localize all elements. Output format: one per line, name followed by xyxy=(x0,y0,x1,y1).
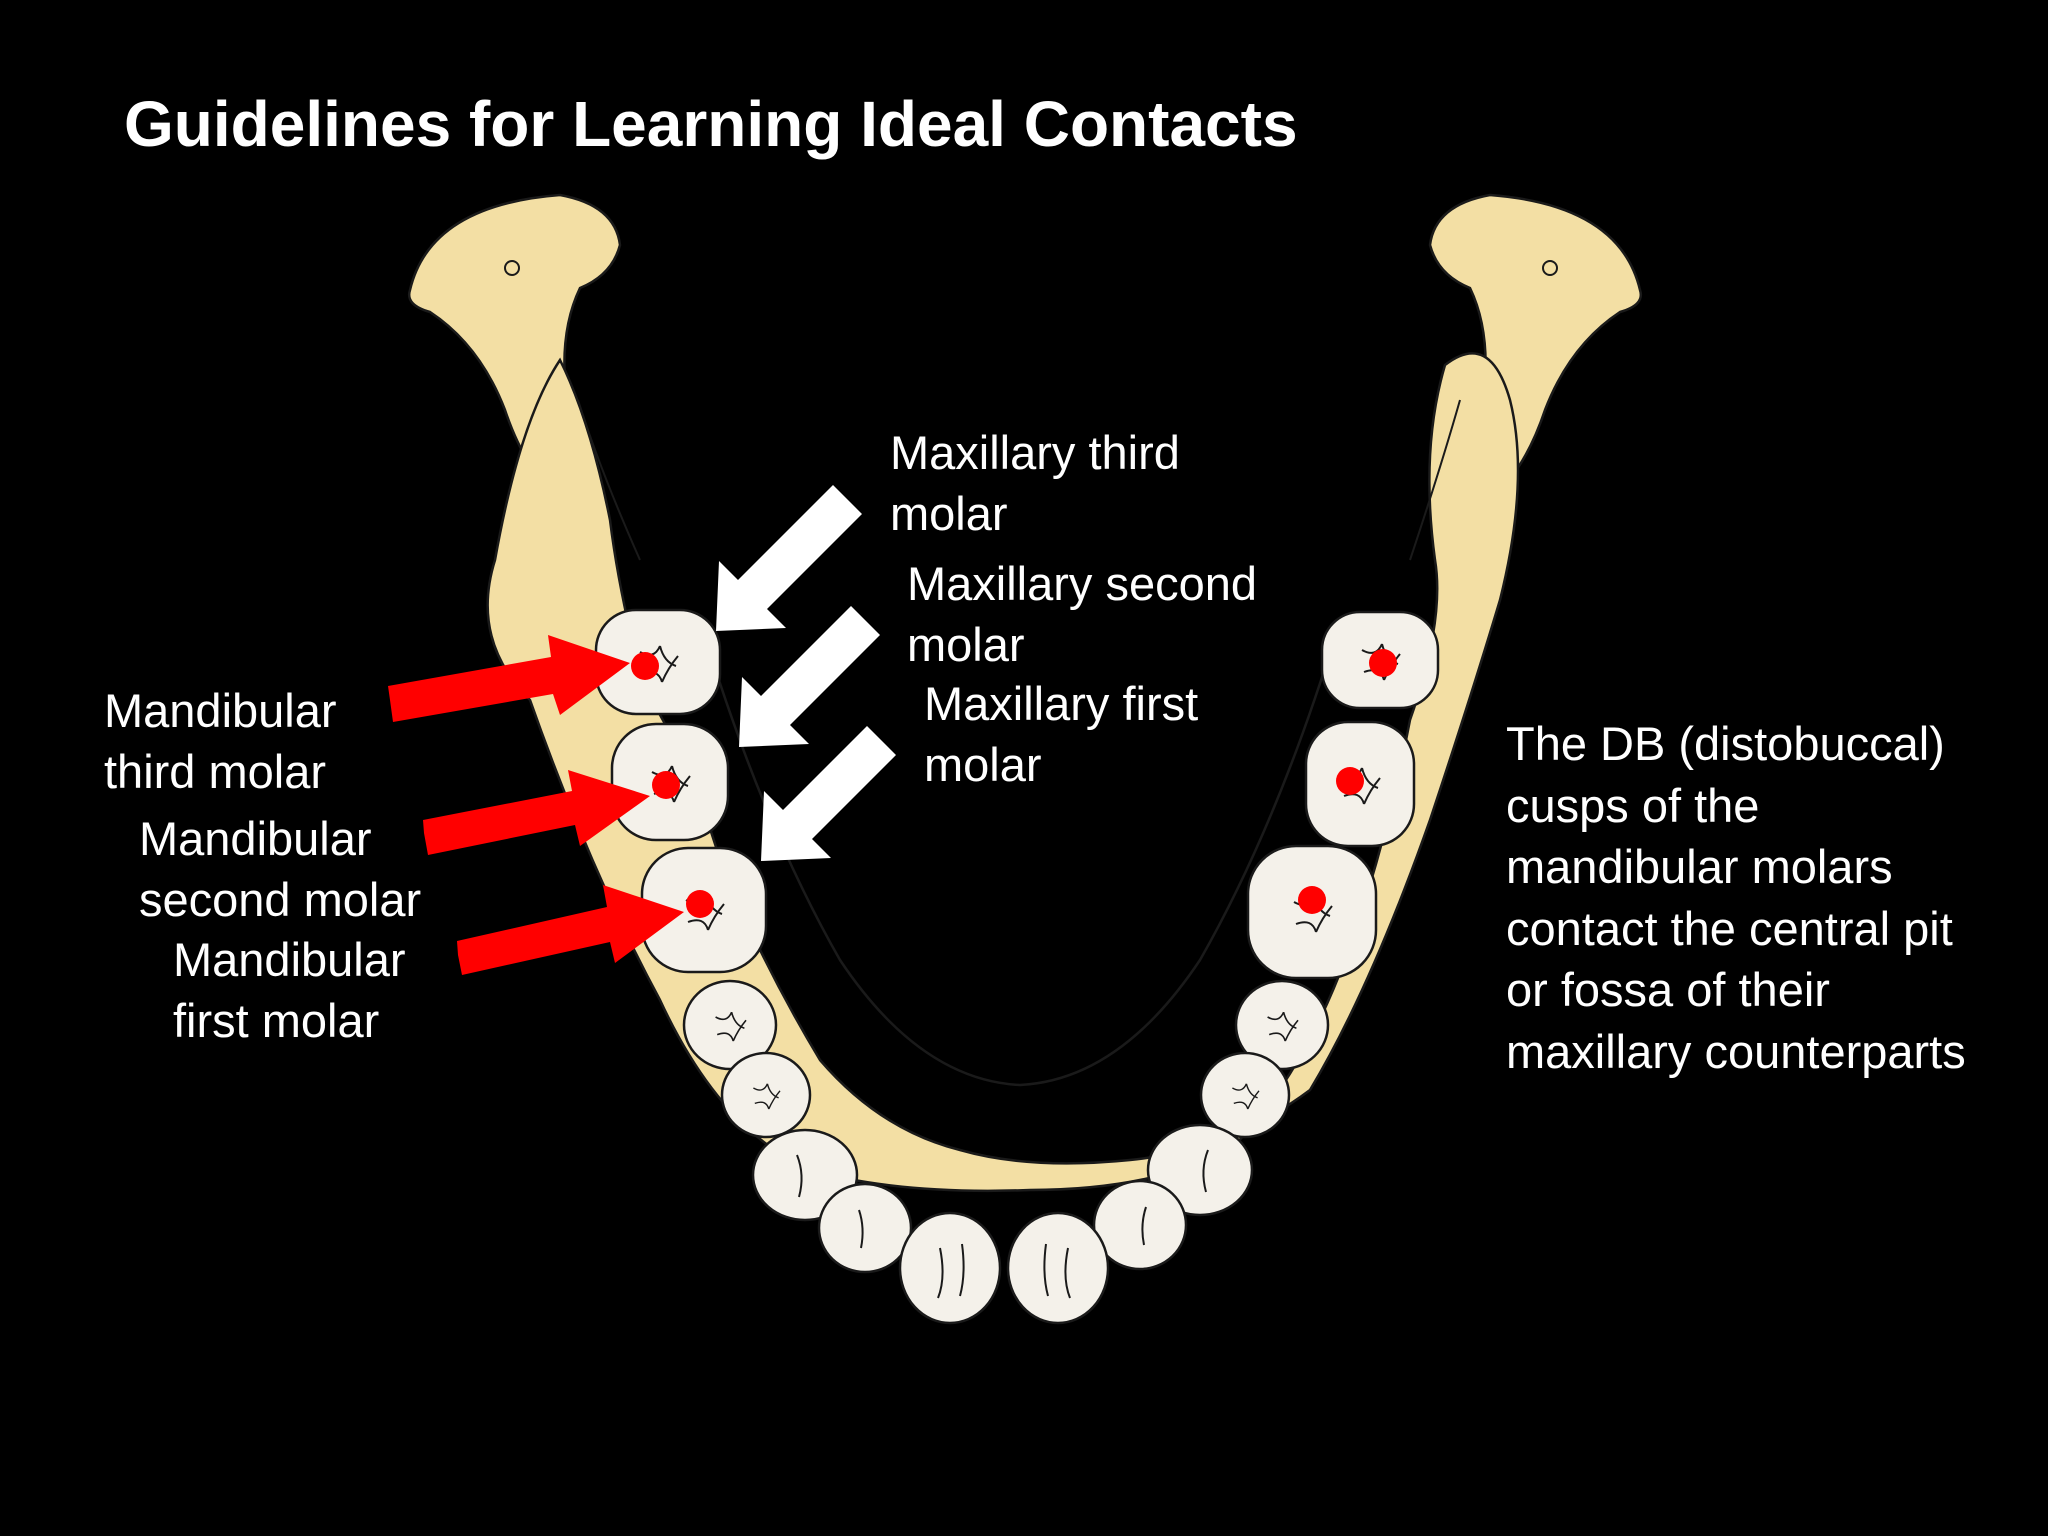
left-third-molar-contact-dot xyxy=(631,652,659,680)
label-maxillary-third-molar: Maxillary third molar xyxy=(890,422,1180,544)
label-line: molar xyxy=(907,618,1025,671)
maxillary-arrows xyxy=(716,485,896,861)
contact-dots xyxy=(631,649,1397,918)
mandibular-first-molar-arrow xyxy=(457,885,684,975)
right-central-incisor xyxy=(1006,1211,1110,1325)
right-third-molar-contact-dot xyxy=(1369,649,1397,677)
mandible-body xyxy=(486,352,1520,1193)
left-lateral-incisor xyxy=(817,1182,913,1274)
mandibular-second-molar-arrow xyxy=(423,770,650,855)
label-line: Mandibular xyxy=(173,933,406,986)
note-line: or fossa of their xyxy=(1506,963,1830,1016)
left-ramus-line xyxy=(577,399,641,561)
mandibular-arrows xyxy=(388,635,684,975)
label-line: Mandibular xyxy=(104,684,337,737)
maxillary-first-molar-arrow xyxy=(761,726,896,861)
note-line: mandibular molars xyxy=(1506,840,1893,893)
page-title: Guidelines for Learning Ideal Contacts xyxy=(124,88,1298,160)
label-line: first molar xyxy=(173,994,380,1047)
left-central-incisor xyxy=(898,1211,1002,1325)
label-maxillary-second-molar: Maxillary second molar xyxy=(907,553,1257,675)
label-line: molar xyxy=(890,487,1008,540)
label-line: Maxillary second xyxy=(907,557,1258,610)
note-line: The DB (distobuccal) xyxy=(1506,717,1945,770)
maxillary-second-molar-arrow xyxy=(739,606,880,747)
right-foramen xyxy=(1542,260,1558,276)
label-line: molar xyxy=(924,738,1042,791)
note-line: cusps of the xyxy=(1506,778,1760,832)
left-second-molar-contact-dot xyxy=(652,771,680,799)
note-line: maxillary counterparts xyxy=(1506,1024,1966,1078)
label-line: second molar xyxy=(139,873,422,926)
left-first-molar-contact-dot xyxy=(686,890,714,918)
maxillary-third-molar-arrow xyxy=(716,485,862,631)
label-line: Mandibular xyxy=(139,812,372,865)
note-line: contact the central pit xyxy=(1506,901,1953,955)
contact-note: The DB (distobuccal) cusps of the mandib… xyxy=(1506,713,1966,1082)
left-first-premolar xyxy=(720,1051,812,1139)
right-second-molar-contact-dot xyxy=(1336,767,1364,795)
right-canine xyxy=(1146,1123,1254,1217)
label-mandibular-third-molar: Mandibular third molar xyxy=(104,680,337,802)
right-first-molar-contact-dot xyxy=(1298,886,1326,914)
label-maxillary-first-molar: Maxillary first molar xyxy=(924,673,1198,795)
mandibular-third-molar-arrow xyxy=(388,635,630,722)
right-ramus-line xyxy=(1409,399,1461,561)
right-first-premolar xyxy=(1199,1051,1291,1139)
mandible-bone xyxy=(407,193,1643,1193)
label-mandibular-second-molar: Mandibular second molar xyxy=(139,808,421,930)
label-line: Maxillary first xyxy=(924,677,1199,730)
left-foramen xyxy=(504,260,520,276)
label-mandibular-first-molar: Mandibular first molar xyxy=(173,929,406,1051)
right-second-premolar xyxy=(1234,979,1330,1071)
label-line: Maxillary third xyxy=(890,426,1180,479)
right-lateral-incisor xyxy=(1092,1179,1188,1271)
label-line: third molar xyxy=(104,745,327,798)
